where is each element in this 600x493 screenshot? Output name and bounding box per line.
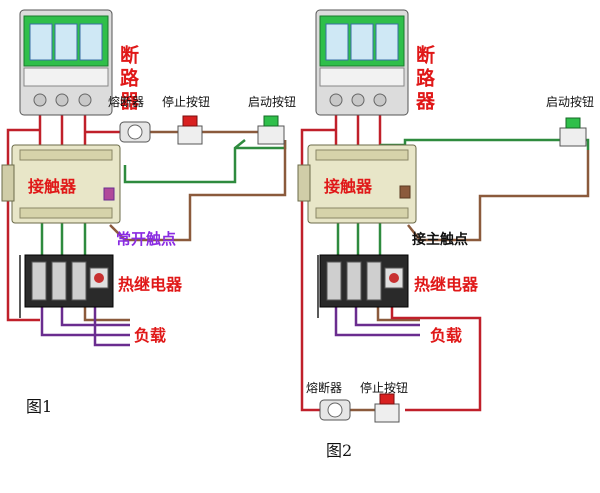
fig1-thermal-relay: [24, 254, 114, 308]
fig1-contactor-label: 接触器: [28, 177, 77, 196]
fig1-start-button: [257, 115, 285, 145]
fig2-thermal-relay-label: 热继电器: [414, 275, 479, 294]
fig1-breaker: [19, 9, 113, 116]
fig2-breaker: [315, 9, 409, 116]
fig1-caption: 图1: [26, 397, 52, 416]
fig1-wires: [6, 115, 287, 347]
fig1-fuse: [119, 121, 151, 143]
fig2-start-button-label: 启动按钮: [546, 94, 594, 109]
fig2-contactor: [297, 144, 417, 224]
figure-2: 断路器 启动按钮 接触器 接主触点 热继电器 负载: [297, 9, 594, 460]
fig1-fuse-label: 熔断器: [108, 94, 144, 109]
fig1-stop-button-label: 停止按钮: [162, 94, 210, 109]
fig1-breaker-label: 断路器: [117, 44, 140, 114]
fig2-stop-button: [374, 393, 400, 423]
fig1-stop-button: [177, 115, 203, 145]
fig2-load-label: 负载: [430, 326, 462, 345]
fig1-contactor: [1, 144, 121, 224]
fig2-main-contact-label: 接主触点: [412, 231, 468, 248]
fig2-wires: [300, 115, 590, 412]
fig2-fuse-label: 熔断器: [306, 380, 342, 395]
fig2-fuse: [319, 399, 351, 421]
fig2-caption: 图2: [326, 441, 352, 460]
fig1-thermal-relay-label: 热继电器: [118, 275, 183, 294]
fig1-start-button-label: 启动按钮: [248, 94, 296, 109]
figure-1: 断路器 熔断器 停止按钮 启动按钮 接触器 常开触点: [1, 9, 296, 416]
fig1-no-contact-label: 常开触点: [116, 230, 176, 248]
fig1-load-label: 负载: [134, 326, 166, 345]
fig2-start-button: [559, 117, 587, 147]
fig2-breaker-label: 断路器: [413, 44, 436, 114]
fig2-stop-button-label: 停止按钮: [360, 380, 408, 395]
fig2-contactor-label: 接触器: [324, 177, 373, 196]
fig2-thermal-relay: [319, 254, 409, 308]
